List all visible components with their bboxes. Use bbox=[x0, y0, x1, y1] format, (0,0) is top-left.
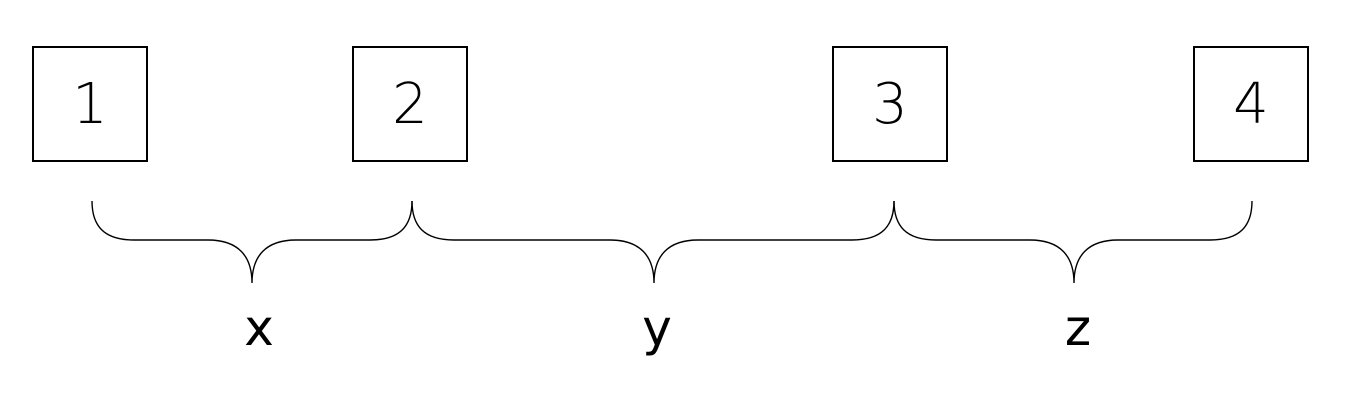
brace-label-x: x bbox=[244, 299, 274, 357]
brace-z bbox=[893, 200, 1253, 284]
brace-label-z: z bbox=[1064, 299, 1092, 357]
brace-y bbox=[411, 200, 895, 284]
box-2: 2 bbox=[352, 46, 468, 162]
box-3: 3 bbox=[832, 46, 948, 162]
box-4: 4 bbox=[1193, 46, 1309, 162]
box-1: 1 bbox=[32, 46, 148, 162]
brace-label-y: y bbox=[642, 299, 672, 357]
brace-x bbox=[91, 200, 413, 284]
